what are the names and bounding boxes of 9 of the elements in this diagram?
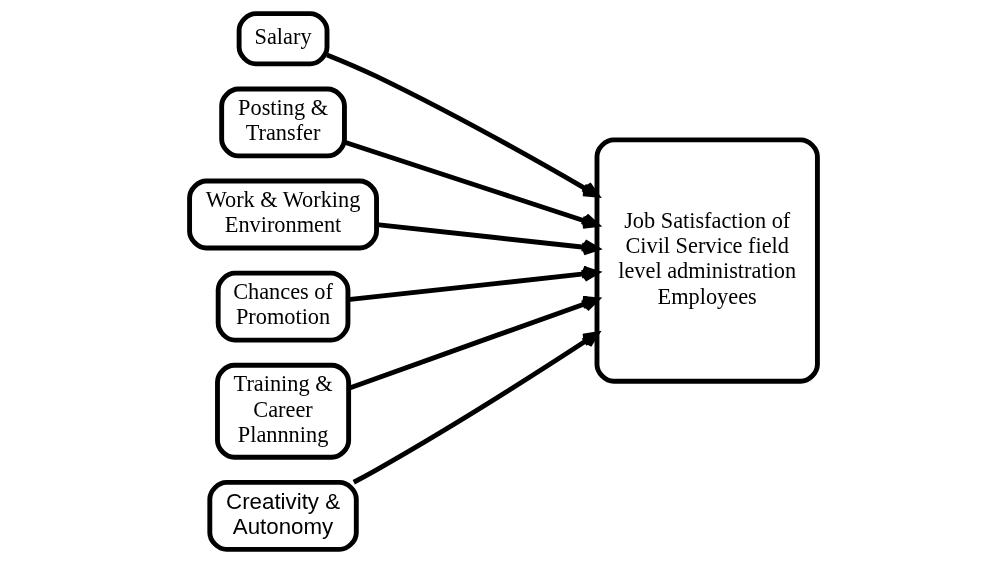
node-box: Chances of Promotion (215, 270, 350, 343)
node-box: Work & Working Environment (186, 178, 379, 251)
node-box: Training & Career Plannning (214, 362, 351, 460)
node-box: Salary (236, 11, 329, 67)
node-box: Creativity & Autonomy (206, 479, 359, 552)
node-box: Posting & Transfer (218, 86, 347, 159)
arrow (325, 52, 599, 198)
node-box: Job Satisfaction of Civil Service field level administration Employees (594, 137, 820, 384)
arrow (352, 331, 599, 485)
